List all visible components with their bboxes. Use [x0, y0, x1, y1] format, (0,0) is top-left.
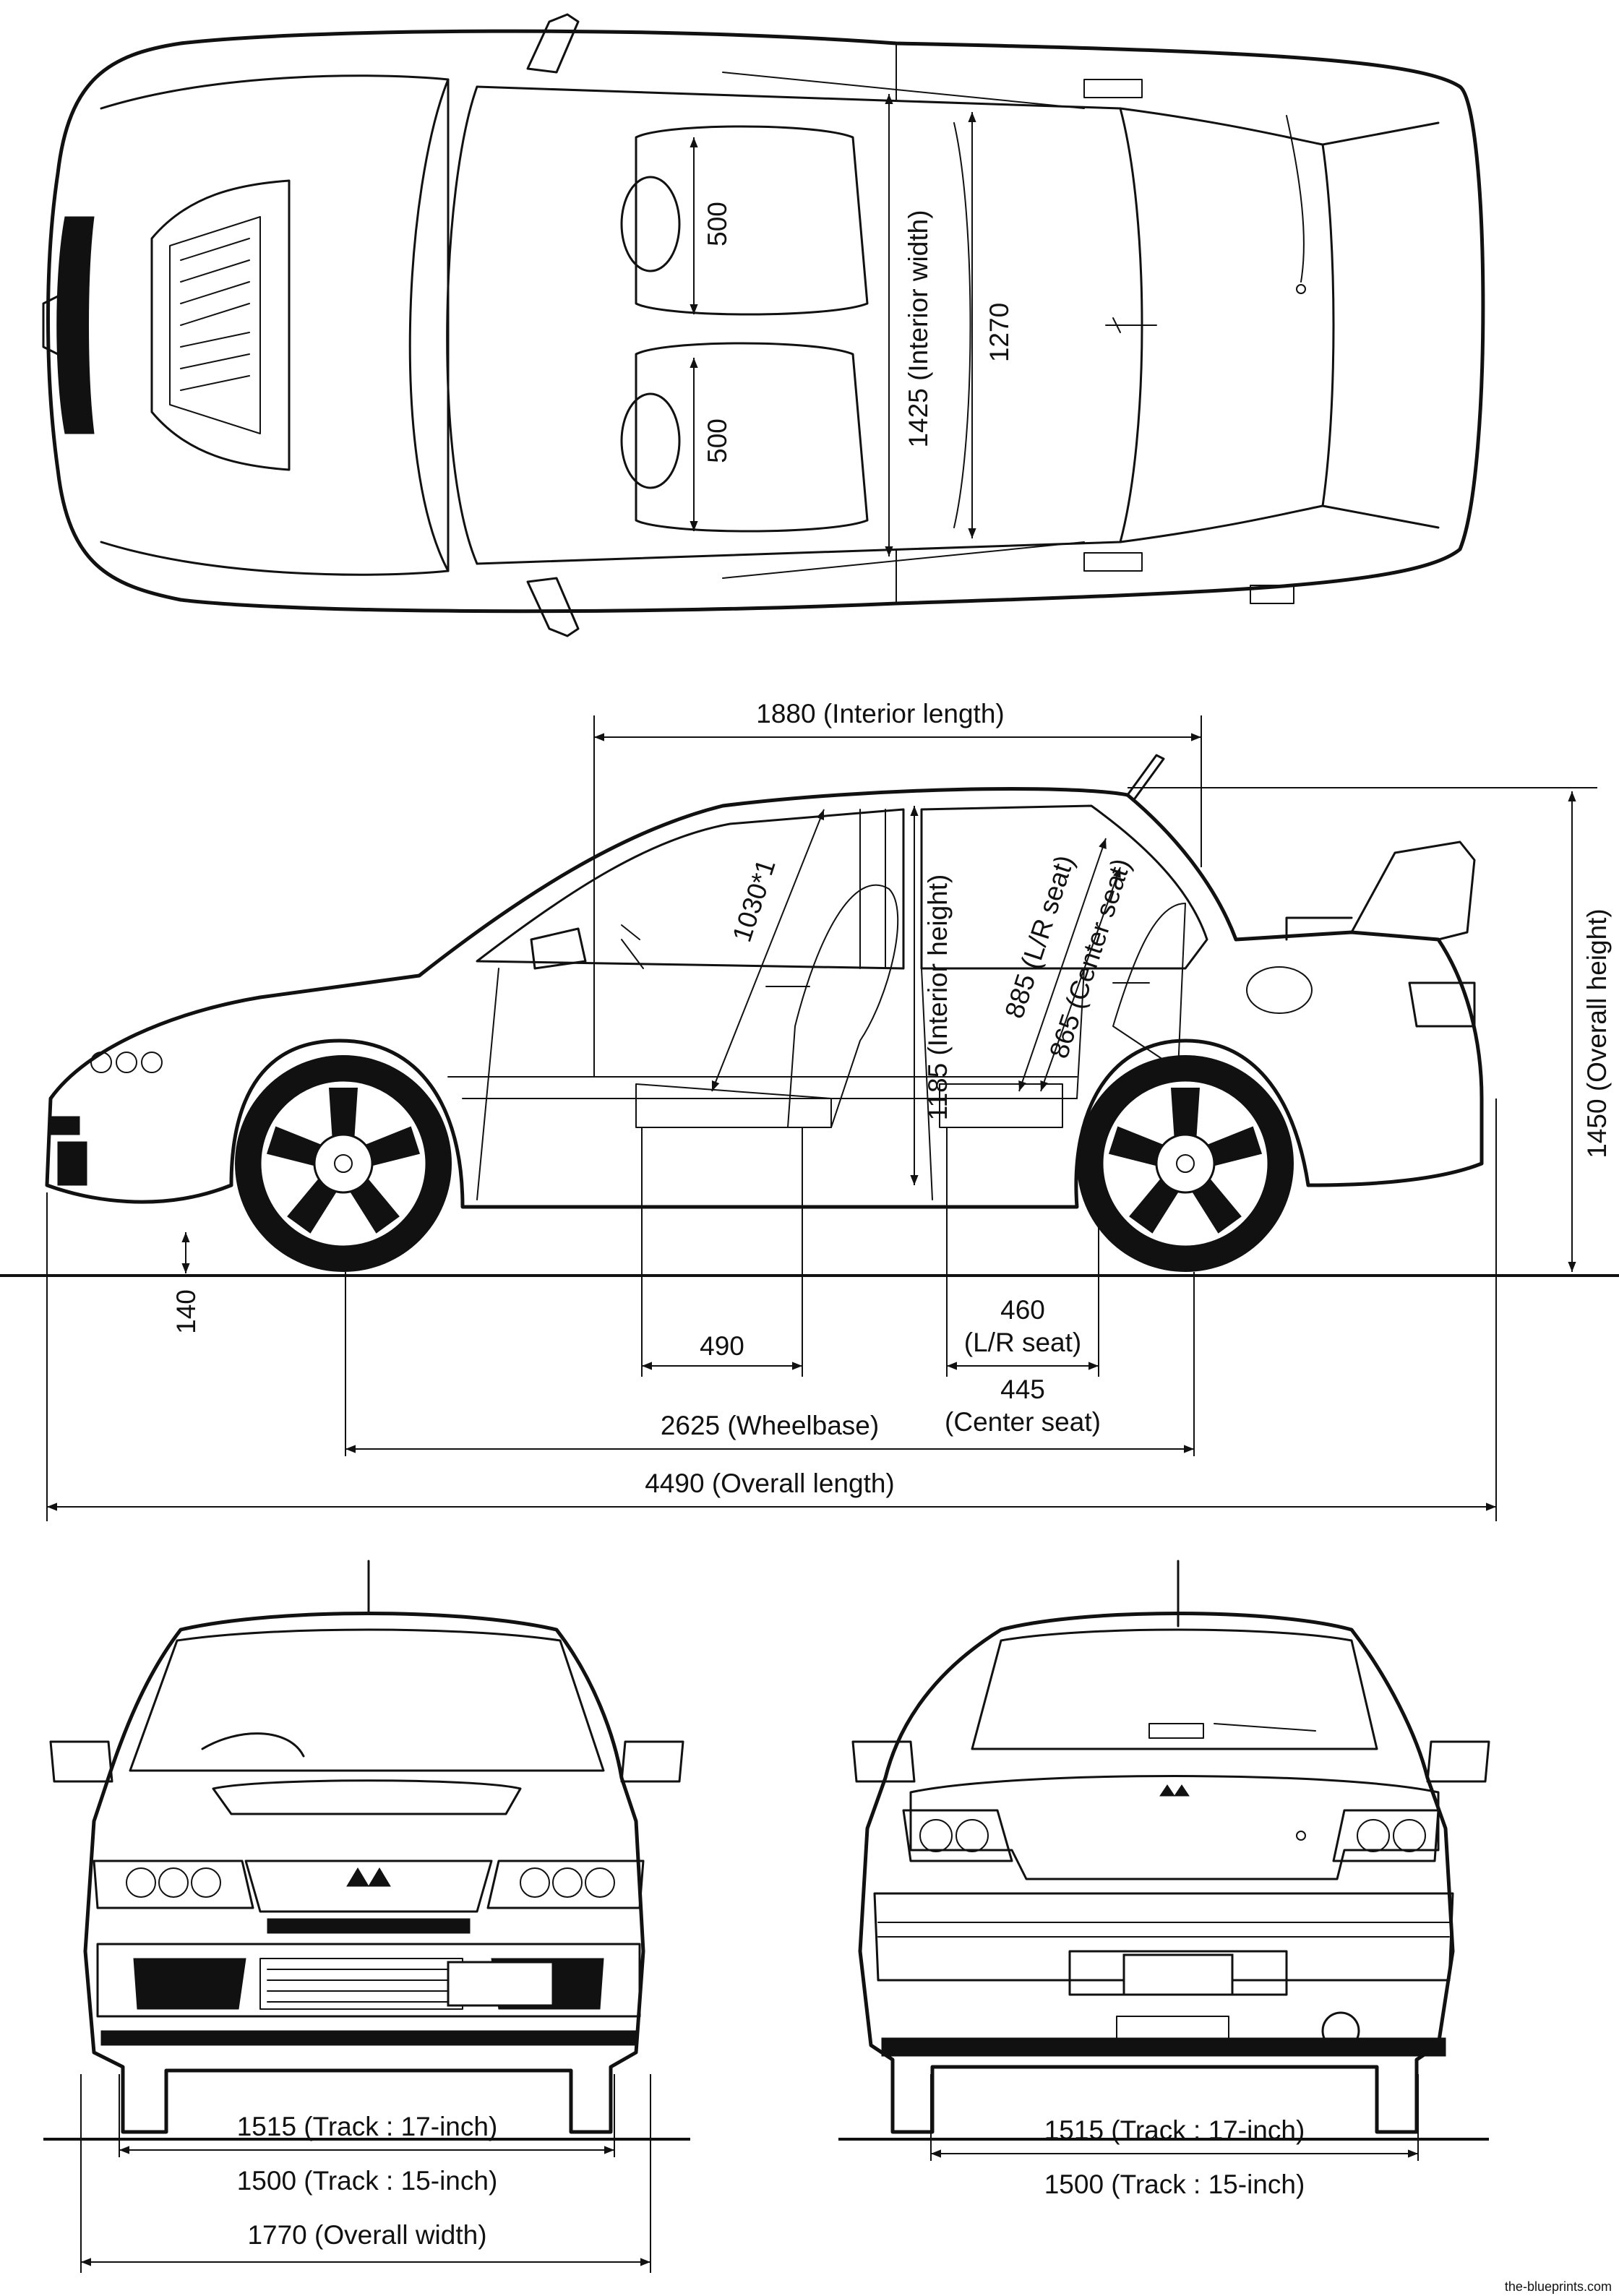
rear-wheel [1077, 1055, 1294, 1272]
interior-length-label: 1880 (Interior length) [756, 699, 1004, 728]
rear-track-17-label: 1515 (Track : 17-inch) [1044, 2115, 1305, 2145]
rear-seat-445-label: 445 [1000, 1375, 1045, 1404]
side-view: 1880 (Interior length) 1450 (Overall hei… [0, 699, 1619, 1521]
wheelbase-label: 2625 (Wheelbase) [661, 1411, 879, 1440]
top-view: 500 500 1425 (Interior width) 1270 [42, 13, 1485, 637]
overall-length-label: 4490 (Overall length) [645, 1469, 895, 1498]
front-headroom-label: 1030*1 [726, 856, 781, 945]
front-wheel [235, 1055, 452, 1272]
seat-width-front-label: 500 [703, 202, 732, 246]
front-view-car-outline [49, 1560, 684, 2134]
front-track-17-label: 1515 (Track : 17-inch) [237, 2112, 498, 2141]
interior-width-label: 1425 (Interior width) [903, 210, 933, 447]
front-seat-490-label: 490 [700, 1331, 744, 1361]
rear-track-15-label: 1500 (Track : 15-inch) [1044, 2170, 1305, 2199]
ground-clearance-label: 140 [171, 1289, 201, 1334]
side-extension-lines [46, 715, 1597, 1521]
top-view-car-outline [42, 13, 1485, 637]
rear-seat-460-label: 460 [1000, 1295, 1045, 1325]
overall-height-label: 1450 (Overall height) [1582, 908, 1612, 1158]
front-track-15-label: 1500 (Track : 15-inch) [237, 2166, 498, 2196]
overall-width-label: 1770 (Overall width) [247, 2220, 486, 2250]
front-view: 1515 (Track : 17-inch) 1500 (Track : 15-… [43, 1560, 690, 2273]
seat-width-rear-label: 500 [703, 418, 732, 463]
front-headroom-dimension [711, 809, 825, 1092]
rear-view-car-outline [851, 1560, 1490, 2134]
rear-view: 1515 (Track : 17-inch) 1500 (Track : 15-… [838, 1560, 1490, 2199]
watermark: the-blueprints.com [1505, 2279, 1612, 2294]
rear-seat-460-note: (L/R seat) [964, 1328, 1081, 1357]
rear-width-label: 1270 [984, 303, 1014, 362]
interior-height-label: 1185 (Interior height) [923, 874, 953, 1121]
rear-seat-445-note: (Center seat) [945, 1407, 1101, 1437]
rear-headroom-center-dimension [1040, 867, 1121, 1092]
